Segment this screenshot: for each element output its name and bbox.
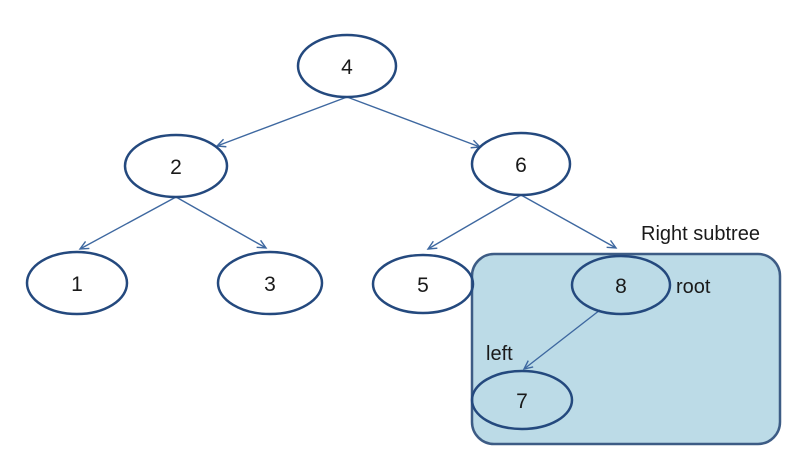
root-annotation: root: [676, 276, 711, 298]
node-4-ellipse: [296, 33, 398, 99]
node-2-label: 2: [170, 156, 182, 179]
node-3-label: 3: [264, 273, 276, 296]
node-3-ellipse: [216, 250, 324, 316]
edge-2-to-1: [78, 196, 177, 250]
node-7-label: 7: [516, 390, 528, 413]
right-subtree-highlight-box: [470, 252, 782, 446]
node-6-ellipse: [470, 131, 572, 197]
node-7-ellipse: [470, 369, 574, 431]
node-1-ellipse: [25, 250, 129, 316]
left-annotation: left: [486, 343, 513, 365]
node-2-ellipse: [123, 133, 229, 199]
node-1-label: 1: [71, 273, 83, 296]
edge-4-to-2: [215, 96, 348, 148]
edge-8-to-7: [522, 309, 601, 371]
edge-6-to-5: [426, 194, 522, 250]
node-5-ellipse: [371, 253, 475, 315]
edge-2-to-3: [175, 196, 268, 249]
edge-4-to-6: [346, 96, 482, 149]
node-8-label: 8: [615, 275, 627, 298]
node-4-label: 4: [341, 56, 353, 79]
node-5-label: 5: [417, 274, 429, 297]
right-subtree-annotation: Right subtree: [641, 223, 760, 245]
edge-6-to-8: [520, 194, 618, 249]
node-6-label: 6: [515, 154, 527, 177]
node-8-ellipse: [570, 254, 672, 316]
